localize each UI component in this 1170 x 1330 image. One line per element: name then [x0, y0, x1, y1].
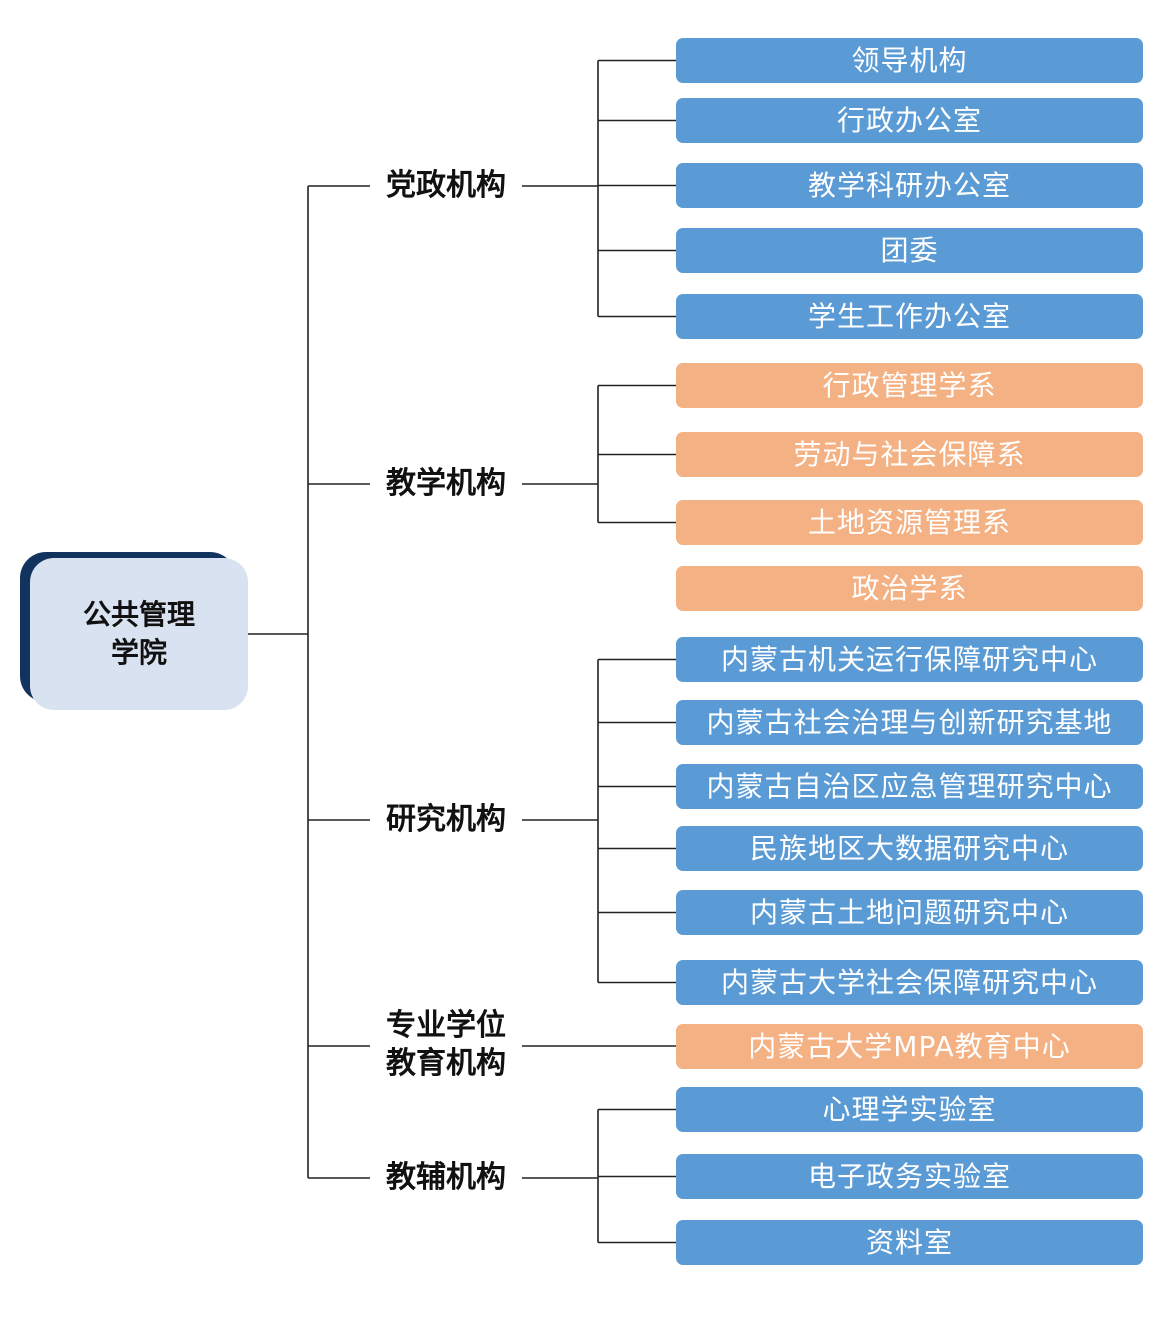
unit-box: 学生工作办公室: [676, 294, 1143, 339]
category-label: 党政机构: [370, 167, 522, 205]
category-label: 教辅机构: [370, 1159, 522, 1197]
unit-box: 政治学系: [676, 566, 1143, 611]
unit-box: 内蒙古社会治理与创新研究基地: [676, 700, 1143, 745]
root-node-label: 公共管理 学院: [82, 598, 195, 669]
category-label: 教学机构: [370, 465, 522, 503]
unit-box: 劳动与社会保障系: [676, 432, 1143, 477]
unit-box: 心理学实验室: [676, 1087, 1143, 1132]
category-label: 专业学位 教育机构: [370, 1007, 522, 1083]
unit-box: 行政办公室: [676, 98, 1143, 143]
unit-box: 内蒙古土地问题研究中心: [676, 890, 1143, 935]
unit-box: 内蒙古大学MPA教育中心: [676, 1024, 1143, 1069]
unit-box: 行政管理学系: [676, 363, 1143, 408]
category-label: 研究机构: [370, 801, 522, 839]
unit-box: 领导机构: [676, 38, 1143, 83]
unit-box: 内蒙古大学社会保障研究中心: [676, 960, 1143, 1005]
unit-box: 土地资源管理系: [676, 500, 1143, 545]
unit-box: 民族地区大数据研究中心: [676, 826, 1143, 871]
unit-box: 电子政务实验室: [676, 1154, 1143, 1199]
unit-box: 内蒙古机关运行保障研究中心: [676, 637, 1143, 682]
unit-box: 内蒙古自治区应急管理研究中心: [676, 764, 1143, 809]
unit-box: 教学科研办公室: [676, 163, 1143, 208]
unit-box: 团委: [676, 228, 1143, 273]
unit-box: 资料室: [676, 1220, 1143, 1265]
root-node: 公共管理 学院: [30, 558, 248, 710]
